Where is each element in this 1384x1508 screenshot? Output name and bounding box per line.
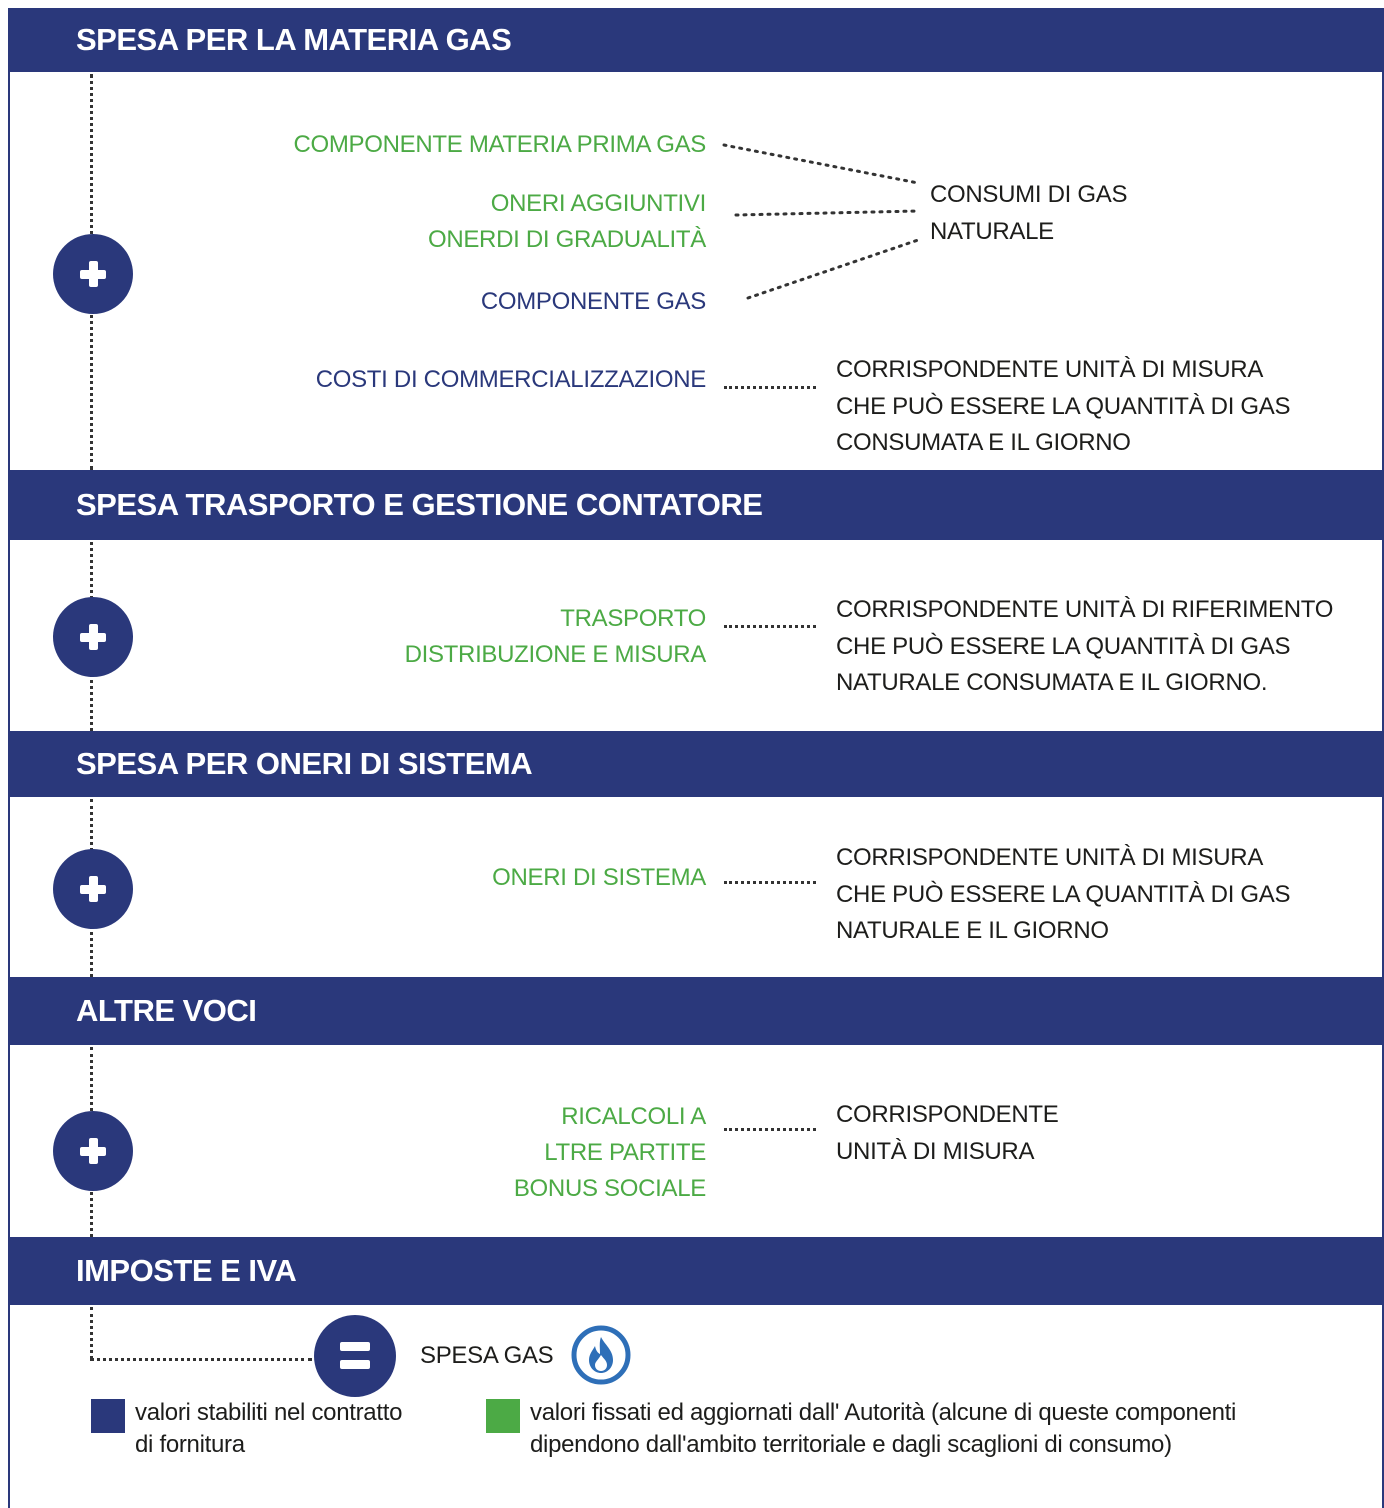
section-title: SPESA PER ONERI DI SISTEMA: [76, 746, 533, 781]
section-header-materia-gas: SPESA PER LA MATERIA GAS: [8, 8, 1384, 72]
description-altre-voci: CORRISPONDENTE UNITÀ DI MISURA: [836, 1101, 1059, 1165]
section-header-altre-voci: ALTRE VOCI: [8, 977, 1384, 1045]
plus-icon: [53, 234, 133, 314]
section-title: ALTRE VOCI: [76, 993, 257, 1028]
plus-icon: [53, 1111, 133, 1191]
legend-swatch-green: [486, 1399, 520, 1433]
equals-icon: [314, 1315, 396, 1397]
item-componente-gas: COMPONENTE GAS: [480, 288, 706, 315]
dotted-connector: [724, 1128, 816, 1131]
dotted-connector: [90, 1307, 93, 1359]
section-title: IMPOSTE E IVA: [76, 1253, 297, 1288]
item-costi-commercializzazione: COSTI DI COMMERCIALIZZAZIONE: [315, 366, 707, 393]
section-header-trasporto: SPESA TRASPORTO E GESTIONE CONTATORE: [8, 470, 1384, 540]
legend-swatch-blue: [91, 1399, 125, 1433]
plus-icon: [53, 849, 133, 929]
dotted-connector: [724, 881, 816, 884]
description-unita-riferimento: CORRISPONDENTE UNITÀ DI RIFERIMENTO CHE …: [836, 596, 1334, 696]
description-unita-misura: CORRISPONDENTE UNITÀ DI MISURA CHE PUÒ E…: [836, 356, 1291, 456]
dotted-connector: [90, 1358, 312, 1361]
item-ricalcoli: RICALCOLI A LTRE PARTITE BONUS SOCIALE: [513, 1103, 706, 1202]
item-trasporto-distribuzione: TRASPORTO DISTRIBUZIONE E MISURA: [404, 605, 707, 668]
description-oneri-sistema: CORRISPONDENTE UNITÀ DI MISURA CHE PUÒ E…: [836, 844, 1291, 944]
item-oneri-aggiuntivi: ONERI AGGIUNTIVI ONERDI DI GRADUALITÀ: [427, 190, 706, 253]
plus-icon: [53, 597, 133, 677]
section-header-imposte-iva: IMPOSTE E IVA: [8, 1237, 1384, 1305]
section-title: SPESA PER LA MATERIA GAS: [76, 22, 512, 57]
section-header-oneri-sistema: SPESA PER ONERI DI SISTEMA: [8, 731, 1384, 797]
section-title: SPESA TRASPORTO E GESTIONE CONTATORE: [76, 487, 763, 522]
item-componente-materia-prima-gas: COMPONENTE MATERIA PRIMA GAS: [293, 131, 706, 158]
total-label: SPESA GAS: [420, 1342, 554, 1369]
dotted-connector: [724, 386, 816, 389]
dotted-connector: [724, 625, 816, 628]
gas-flame-icon: [571, 1325, 631, 1385]
description-consumi-gas: CONSUMI DI GAS NATURALE: [930, 181, 1128, 245]
legend-text-autorita: valori fissati ed aggiornati dall' Autor…: [530, 1399, 1237, 1458]
item-oneri-di-sistema: ONERI DI SISTEMA: [492, 864, 706, 891]
legend-text-contratto: valori stabiliti nel contratto di fornit…: [135, 1399, 403, 1458]
